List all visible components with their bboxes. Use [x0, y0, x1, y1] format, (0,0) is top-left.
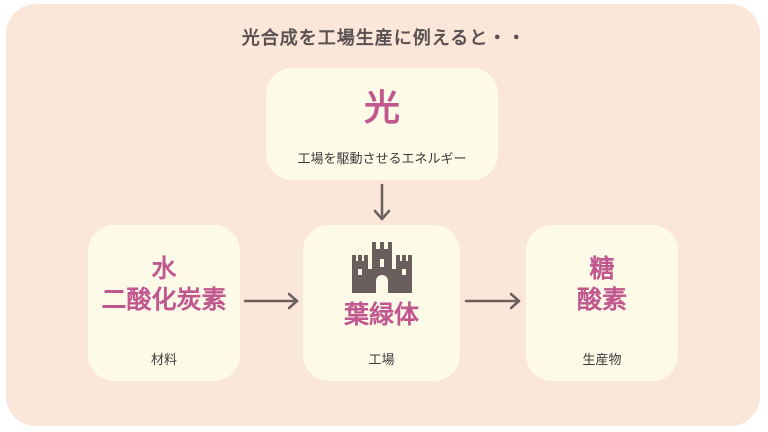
arrow-light-to-chloroplast: [373, 183, 391, 221]
diagram-title: 光合成を工場生産に例えると・・: [241, 28, 527, 49]
sugar-label: 糖: [589, 254, 615, 283]
light-card: 光 工場を駆動させるエネルギー: [266, 68, 498, 180]
chloroplast-card: 葉緑体 工場: [303, 225, 460, 381]
material-card: 水 二酸化炭素 材料: [88, 225, 240, 381]
light-description: 工場を駆動させるエネルギー: [297, 152, 467, 167]
chloroplast-label: 葉緑体: [343, 300, 419, 329]
oxygen-label: 酸素: [576, 285, 627, 315]
carbon-dioxide-label: 二酸化炭素: [101, 285, 227, 315]
chloroplast-description: 工場: [368, 353, 395, 368]
product-description: 生産物: [582, 353, 622, 368]
product-label: 糖 酸素: [526, 253, 678, 316]
material-description: 材料: [150, 353, 177, 368]
water-label: 水: [151, 254, 177, 283]
arrow-chloroplast-to-product: [464, 292, 521, 310]
product-card: 糖 酸素 生産物: [526, 225, 678, 381]
light-label: 光: [363, 88, 400, 129]
castle-icon: [352, 242, 412, 293]
arrow-material-to-chloroplast: [243, 292, 299, 310]
material-label: 水 二酸化炭素: [88, 253, 240, 316]
